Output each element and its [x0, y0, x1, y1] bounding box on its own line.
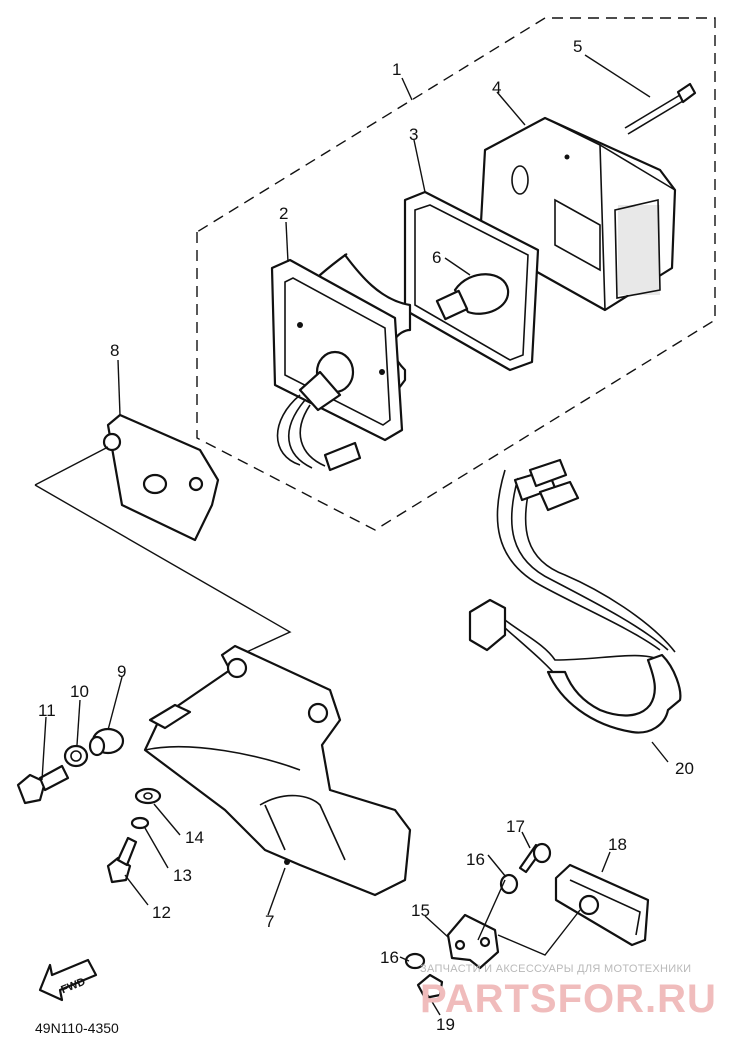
part-17-screw	[518, 842, 552, 874]
callout-15: 15	[411, 901, 430, 920]
callout-9: 9	[117, 662, 126, 681]
part-5-screw	[624, 82, 697, 135]
callout-12: 12	[152, 903, 171, 922]
callout-19: 19	[436, 1015, 455, 1034]
part-19-nut	[416, 973, 444, 1000]
callout-14: 14	[185, 828, 204, 847]
part-8-bracket-plate	[102, 413, 220, 542]
forward-direction-arrow: FWD	[38, 958, 98, 1002]
part-12-bolt	[106, 836, 138, 884]
watermark-brand: PARTSFOR.RU	[420, 977, 717, 1021]
watermark: ЗАПЧАСТИ И АКСЕССУАРЫ ДЛЯ МОТОТЕХНИКИ PA…	[420, 963, 717, 1021]
callout-8: 8	[110, 341, 119, 360]
part-15-light-bracket	[446, 913, 500, 970]
part-14-washer	[134, 787, 162, 805]
part-9-collar	[88, 727, 125, 757]
callout-4: 4	[492, 78, 501, 97]
callout-10: 10	[70, 682, 89, 701]
callout-16-lower: 16	[380, 948, 399, 967]
part-16-washer-upper	[499, 873, 519, 895]
watermark-tagline: ЗАПЧАСТИ И АКСЕССУАРЫ ДЛЯ МОТОТЕХНИКИ	[420, 963, 691, 975]
part-11-bolt	[16, 764, 70, 805]
part-18-license-light	[554, 863, 650, 947]
callout-2: 2	[279, 204, 288, 223]
callout-3: 3	[409, 125, 418, 144]
callout-5: 5	[573, 37, 582, 56]
callout-13: 13	[173, 866, 192, 885]
reference-lines	[34, 446, 292, 656]
part-20-wire-harness	[468, 458, 682, 734]
part-7-tail-bracket	[143, 644, 412, 897]
callout-6: 6	[432, 248, 441, 267]
assembly-boundary	[196, 17, 716, 531]
leader-lines	[41, 54, 669, 1016]
callout-16-upper: 16	[466, 850, 485, 869]
part-10-washer	[63, 744, 89, 768]
callout-labels: 1 2 3 4 5 6 7 8 9 10 11 12 13 14 15 16 1…	[38, 37, 694, 1034]
part-2-base-plate	[270, 253, 412, 472]
part-6-bulb	[435, 273, 510, 321]
callout-7: 7	[265, 912, 274, 931]
callout-20: 20	[675, 759, 694, 778]
callout-11: 11	[38, 701, 56, 720]
drawing-code: 49N110-4350	[35, 1020, 119, 1036]
part-16-washer-lower	[404, 952, 426, 970]
callout-1: 1	[392, 60, 401, 79]
callout-17: 17	[506, 817, 525, 836]
callout-18: 18	[608, 835, 627, 854]
part-13-lock-washer	[130, 816, 150, 830]
